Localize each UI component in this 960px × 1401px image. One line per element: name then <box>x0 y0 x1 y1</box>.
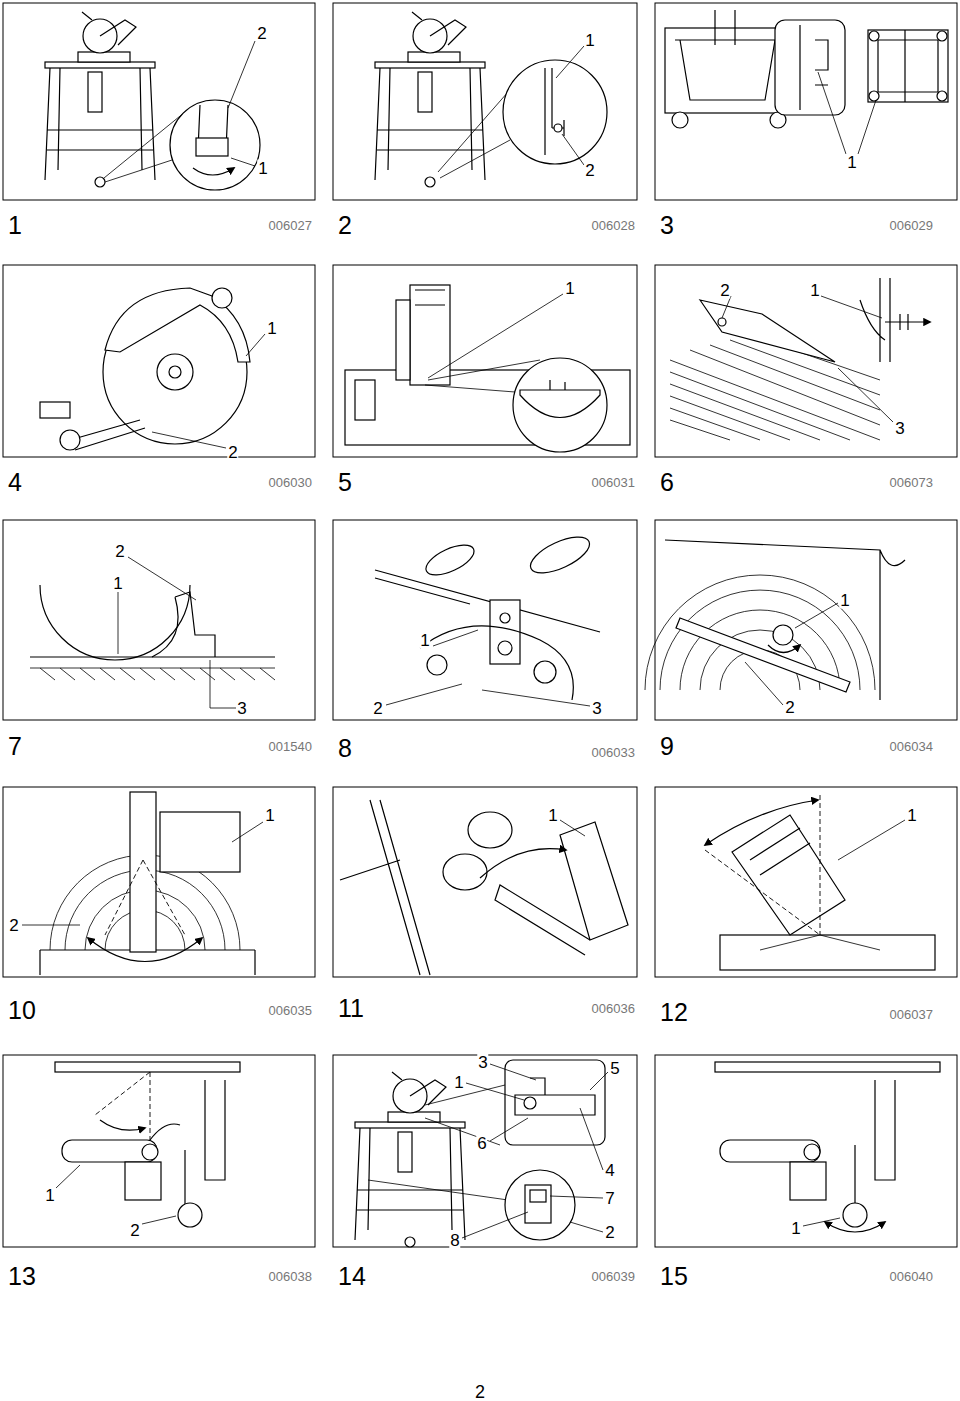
fig11-drawing <box>340 800 628 975</box>
fig10-drawing <box>22 792 263 975</box>
fig2-drawing <box>375 12 607 187</box>
callout-number: 1 <box>419 632 430 649</box>
callout-number: 3 <box>236 700 247 717</box>
callout-number: 4 <box>604 1162 615 1179</box>
callout-number: 2 <box>8 917 19 934</box>
fig1-drawing <box>45 12 260 190</box>
fig3-drawing <box>665 10 948 154</box>
fig13-drawing <box>55 1062 240 1227</box>
callout-number: 2 <box>584 162 595 179</box>
figure-code: 006031 <box>592 476 635 489</box>
figure-code: 001540 <box>269 740 312 753</box>
callout-number: 1 <box>112 575 123 592</box>
callout-number: 1 <box>266 320 277 337</box>
fig4-drawing <box>40 288 265 450</box>
figure-number: 6 <box>660 470 674 495</box>
figure-code: 006035 <box>269 1004 312 1017</box>
figure-code: 006028 <box>592 219 635 232</box>
callout-number: 3 <box>477 1054 488 1071</box>
callout-number: 1 <box>839 592 850 609</box>
figure-code: 006036 <box>592 1002 635 1015</box>
fig14-drawing <box>355 1060 608 1247</box>
figure-code: 006073 <box>890 476 933 489</box>
callout-number: 3 <box>591 700 602 717</box>
figure-number: 9 <box>660 734 674 759</box>
callout-number: 3 <box>894 420 905 437</box>
callout-number: 2 <box>784 699 795 716</box>
callout-number: 1 <box>257 160 268 177</box>
figure-code: 006029 <box>890 219 933 232</box>
figure-number: 12 <box>660 1000 688 1025</box>
callout-number: 8 <box>449 1232 460 1249</box>
callout-number: 1 <box>790 1220 801 1237</box>
figure-code: 006039 <box>592 1270 635 1283</box>
figure-number: 3 <box>660 213 674 238</box>
fig6-drawing <box>670 278 930 440</box>
callout-number: 2 <box>604 1224 615 1241</box>
fig7-drawing <box>30 557 275 708</box>
fig9-drawing <box>645 540 905 705</box>
callout-number: 2 <box>114 543 125 560</box>
callout-number: 1 <box>564 280 575 297</box>
callout-number: 2 <box>372 700 383 717</box>
callout-number: 7 <box>604 1190 615 1207</box>
figure-number: 10 <box>8 998 36 1023</box>
figure-number: 13 <box>8 1264 36 1289</box>
figure-number: 4 <box>8 470 22 495</box>
callout-number: 1 <box>547 807 558 824</box>
callout-number: 1 <box>906 807 917 824</box>
figure-number: 1 <box>8 213 22 238</box>
figure-number: 7 <box>8 734 22 759</box>
figure-number: 5 <box>338 470 352 495</box>
fig15-drawing <box>715 1062 940 1232</box>
figure-code: 006038 <box>269 1270 312 1283</box>
callout-number: 1 <box>809 282 820 299</box>
figure-code: 006033 <box>592 746 635 759</box>
callout-number: 1 <box>453 1074 464 1091</box>
callout-number: 2 <box>129 1222 140 1239</box>
figure-code: 006037 <box>890 1008 933 1021</box>
fig12-drawing <box>705 795 935 970</box>
fig8-drawing <box>375 530 600 706</box>
figure-code: 006030 <box>269 476 312 489</box>
callout-number: 2 <box>719 282 730 299</box>
figure-code: 006040 <box>890 1270 933 1283</box>
figure-number: 15 <box>660 1264 688 1289</box>
callout-number: 1 <box>44 1187 55 1204</box>
callout-number: 1 <box>584 32 595 49</box>
callout-number: 1 <box>264 807 275 824</box>
callout-number: 6 <box>476 1135 487 1152</box>
figure-number: 2 <box>338 213 352 238</box>
callout-number: 2 <box>256 25 267 42</box>
fig5-drawing <box>345 285 630 452</box>
figure-number: 8 <box>338 736 352 761</box>
figure-code: 006034 <box>890 740 933 753</box>
figure-code: 006027 <box>269 219 312 232</box>
callout-number: 2 <box>227 444 238 461</box>
callout-number: 5 <box>609 1060 620 1077</box>
figure-frames <box>3 3 957 1247</box>
figure-number: 11 <box>338 996 364 1021</box>
figure-number: 14 <box>338 1264 366 1289</box>
page-number: 2 <box>475 1383 485 1401</box>
callout-number: 1 <box>846 154 857 171</box>
